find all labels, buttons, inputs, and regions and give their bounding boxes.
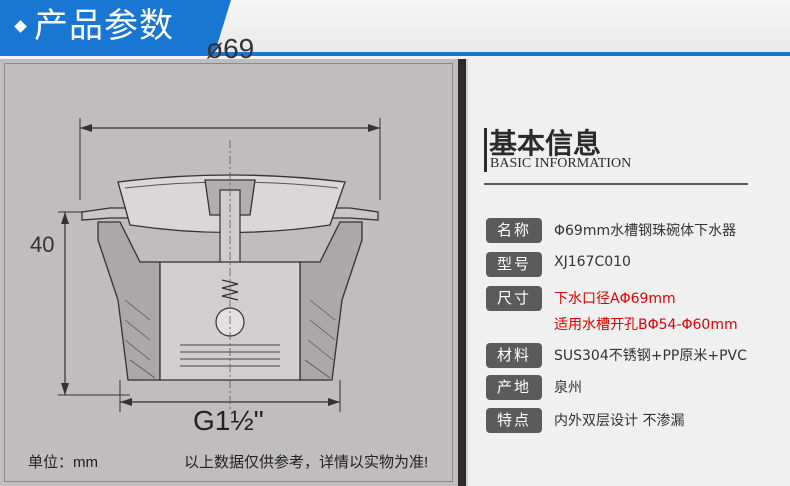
spec-label: 特点	[486, 408, 542, 433]
panel-divider-highlight	[466, 59, 468, 486]
spec-value: XJ167C010	[554, 254, 631, 270]
header-tab	[0, 0, 231, 52]
spec-value: SUS304不锈钢+PP原米+PVC	[554, 348, 747, 364]
header-banner: 产品参数	[0, 0, 790, 56]
disclaimer-note: 以上数据仅供参考，详情以实物为准!	[184, 454, 429, 471]
spec-value-secondary: 适用水槽开孔BΦ54-Φ60mm	[554, 317, 738, 333]
height-label: 40	[30, 232, 55, 257]
technical-drawing	[58, 118, 381, 412]
diameter-label: ø69	[206, 33, 255, 64]
thread-label: G1½"	[193, 405, 264, 436]
drawing-frame	[4, 63, 453, 482]
unit-label: 单位：mm	[28, 454, 98, 471]
spec-value: 内外双层设计 不渗漏	[554, 413, 685, 429]
panel-divider	[458, 59, 466, 486]
spec-value: 下水口径AΦ69mm	[554, 291, 676, 307]
info-subtitle: BASIC INFORMATION	[490, 156, 632, 171]
spec-value: 泉州	[554, 380, 582, 396]
spec-label: 名称	[486, 218, 542, 243]
header-underline	[0, 52, 790, 56]
spec-label: 产地	[486, 375, 542, 400]
info-title: 基本信息	[489, 127, 602, 160]
header-title: 产品参数	[34, 6, 174, 46]
spec-value: Φ69mm水槽钢珠碗体下水器	[554, 223, 737, 239]
info-rule	[484, 183, 748, 185]
info-title-bar	[484, 128, 487, 172]
spec-label: 尺寸	[486, 286, 542, 311]
spec-label: 型号	[486, 252, 542, 277]
spec-label: 材料	[486, 343, 542, 368]
